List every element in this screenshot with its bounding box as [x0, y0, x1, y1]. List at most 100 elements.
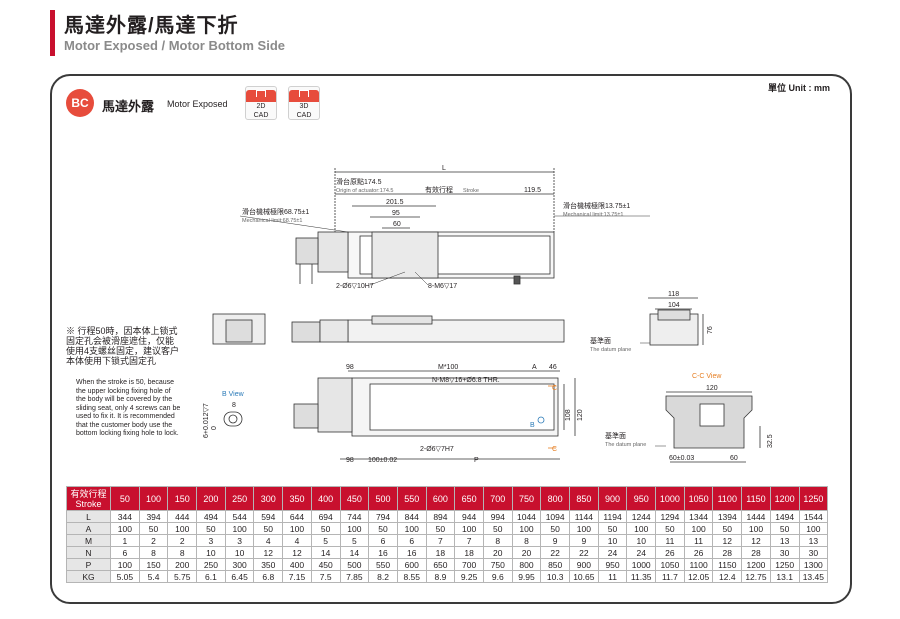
stroke-header-cell: 900 — [597, 486, 628, 511]
table-cell: 1050 — [655, 558, 685, 571]
row-label: N — [66, 546, 111, 559]
table-cell: 4 — [282, 534, 312, 547]
end-view-motor — [225, 319, 253, 343]
table-cell: 30 — [798, 546, 829, 559]
cad-2d-label: 2D — [256, 103, 266, 110]
table-cell: 12 — [282, 546, 312, 559]
table-cell: 100 — [110, 522, 140, 535]
dim-60b: 60 — [730, 455, 738, 462]
cad-3d-sublabel: CAD — [296, 112, 312, 119]
table-cell: 2 — [167, 534, 198, 547]
dim-m100: M*100 — [438, 364, 458, 371]
unit-label: 單位 Unit : mm — [768, 83, 830, 93]
cad-2d-button[interactable]: 2D CAD — [245, 86, 277, 120]
table-cell: 9.6 — [482, 570, 513, 583]
leader-line — [369, 271, 406, 286]
table-cell: 6 — [368, 534, 398, 547]
table-cell: 1250 — [769, 558, 800, 571]
title-accent-bar — [50, 10, 55, 56]
table-cell: 8 — [482, 534, 513, 547]
table-cell: 11 — [683, 534, 714, 547]
table-cell: 8.55 — [396, 570, 427, 583]
table-cell: 6 — [396, 534, 427, 547]
b-view-hole — [228, 414, 238, 424]
table-cell: 344 — [110, 510, 140, 523]
row-label: L — [66, 510, 111, 523]
table-cell: 250 — [196, 558, 226, 571]
dim-118: 118 — [668, 291, 679, 298]
table-cell: 10 — [597, 534, 628, 547]
leader-line — [414, 271, 429, 286]
table-cell: 50 — [597, 522, 628, 535]
table-cell: 16 — [396, 546, 427, 559]
stroke-header-cell: 950 — [626, 486, 657, 511]
table-cell: 1294 — [655, 510, 685, 523]
cad-3d-button[interactable]: 3D CAD — [288, 86, 320, 120]
table-cell: 7 — [454, 534, 484, 547]
table-cell: 5.75 — [167, 570, 198, 583]
page-subtitle: Motor Exposed / Motor Bottom Side — [64, 38, 285, 53]
table-cell: 50 — [368, 522, 398, 535]
table-cell: 650 — [425, 558, 456, 571]
right-end-view — [640, 297, 704, 346]
slider-block — [371, 231, 439, 279]
hole-tolerance: 6+0.012▽7 — [203, 403, 210, 438]
table-cell: 1144 — [569, 510, 599, 523]
table-cell: 12.75 — [741, 570, 771, 583]
section-c-bottom: C — [552, 446, 557, 453]
stroke-header-cell: 200 — [196, 486, 226, 511]
table-cell: 150 — [138, 558, 169, 571]
stroke-header-cell: 650 — [454, 486, 484, 511]
stroke-header-cn: 有效行程 — [70, 488, 107, 499]
dim-120: 120 — [577, 409, 584, 421]
dim-95: 95 — [392, 210, 400, 217]
stroke-header-cell: 100 — [138, 486, 169, 511]
table-cell: 14 — [339, 546, 370, 559]
hole-spec-3: 2-Ø6▽7H7 — [420, 446, 454, 453]
table-cell: 694 — [310, 510, 341, 523]
table-cell: 100 — [741, 522, 771, 535]
cc-view — [655, 391, 761, 463]
table-cell: 444 — [167, 510, 198, 523]
stroke-header-cell: 1150 — [741, 486, 771, 511]
table-cell: 100 — [626, 522, 657, 535]
table-cell: 1494 — [769, 510, 800, 523]
dim-60a: 60±0.03 — [669, 455, 694, 462]
table-cell: 12.05 — [683, 570, 714, 583]
table-cell: 26 — [683, 546, 714, 559]
table-cell: 544 — [224, 510, 255, 523]
dim-201: 201.5 — [386, 199, 404, 206]
table-cell: 744 — [339, 510, 370, 523]
note-mark: ※ — [66, 326, 76, 336]
table-cell: 10 — [224, 546, 255, 559]
table-cell: 12 — [712, 534, 743, 547]
table-cell: 100 — [569, 522, 599, 535]
dim-120b: 120 — [706, 385, 718, 392]
table-cell: 11.35 — [626, 570, 657, 583]
cc-inner-cavity — [699, 403, 725, 427]
table-cell: 8 — [138, 546, 169, 559]
dim-104: 104 — [668, 302, 680, 309]
stroke-header-cell: 350 — [282, 486, 312, 511]
table-cell: 100 — [224, 522, 255, 535]
stroke-header-cell: 550 — [396, 486, 427, 511]
mech-limit-right-en: Mechanical limit:13.75±1 — [563, 212, 624, 218]
hole-spec-1: 2-Ø6▽10H7 — [336, 283, 374, 290]
table-cell: 50 — [482, 522, 513, 535]
table-cell: 7.15 — [282, 570, 312, 583]
hole-tolerance-lower: 0 — [211, 426, 218, 430]
table-cell: 50 — [196, 522, 226, 535]
table-cell: 1100 — [683, 558, 714, 571]
table-cell: 5.4 — [138, 570, 169, 583]
table-cell: 7 — [425, 534, 456, 547]
table-cell: 350 — [253, 558, 284, 571]
table-cell: 850 — [540, 558, 570, 571]
b-view-title: B View — [222, 391, 245, 398]
table-cell: 20 — [482, 546, 513, 559]
section-title: 馬達外露 — [102, 99, 155, 114]
